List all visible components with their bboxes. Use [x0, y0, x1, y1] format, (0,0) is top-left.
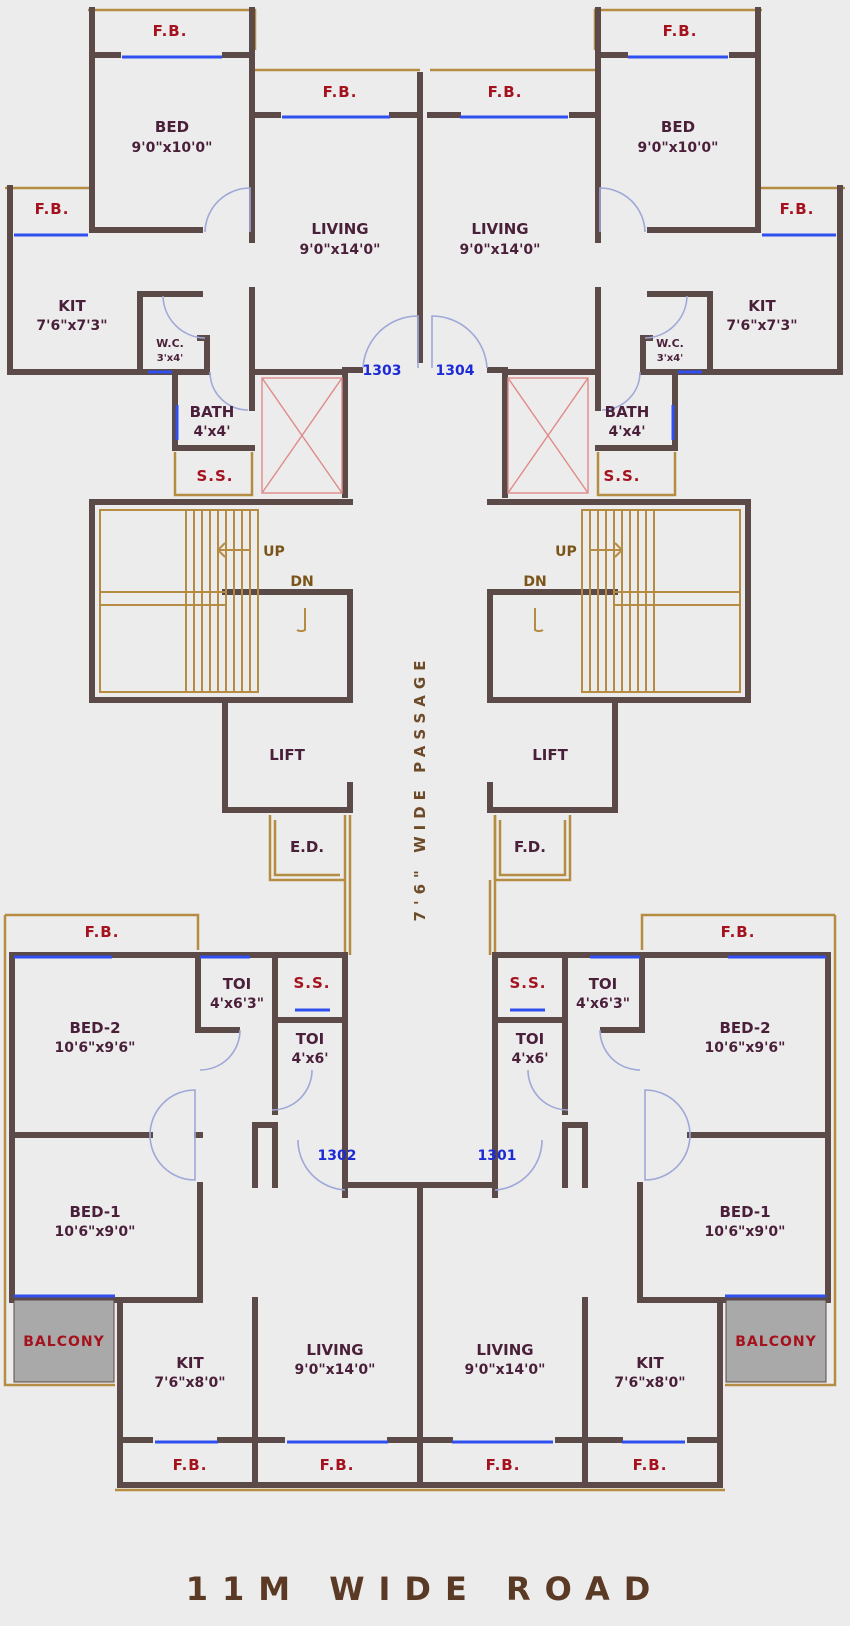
ss-label: S.S.: [293, 974, 330, 992]
room-kit-label: KIT: [636, 1354, 664, 1372]
room-toi-label: TOI: [296, 1030, 325, 1048]
stair-up-label: UP: [263, 544, 285, 560]
lift-left-label: LIFT: [269, 746, 305, 764]
room-bath-size: 4'x4': [193, 424, 230, 440]
room-wc-label: W.C.: [656, 337, 684, 350]
lift-right-label: LIFT: [532, 746, 568, 764]
room-bed2-label: BED-2: [719, 1019, 770, 1037]
flat-number: 1303: [363, 363, 402, 379]
room-bath-size: 4'x4': [608, 424, 645, 440]
room-kit-size: 7'6"x8'0": [154, 1375, 225, 1391]
fb-label: F.B.: [153, 22, 188, 40]
room-bed-label: BED: [155, 118, 189, 136]
road-label: 11M WIDE ROAD: [186, 1570, 665, 1608]
passage-label: 7'6" WIDE PASSAGE: [411, 655, 429, 922]
room-living-size: 9'0"x14'0": [460, 242, 541, 258]
fb-label: F.B.: [323, 83, 358, 101]
room-bath-label: BATH: [190, 403, 235, 421]
unit-top-left: F.B. F.B. F.B. BED 9'0"x10'0" LIVING 9'0…: [5, 7, 423, 498]
room-kit-label: KIT: [58, 297, 86, 315]
room-living-label: LIVING: [311, 220, 368, 238]
room-bed2-label: BED-2: [69, 1019, 120, 1037]
fb-label: F.B.: [85, 923, 120, 941]
room-kit-label: KIT: [176, 1354, 204, 1372]
room-toi-size: 4'x6'3": [210, 996, 264, 1012]
fb-label: F.B.: [780, 200, 815, 218]
fb-label: F.B.: [486, 1456, 521, 1474]
fb-label: F.B.: [488, 83, 523, 101]
central-core: UP DN UP DN LIFT LIFT E.D. F.D. 7'6" WID…: [89, 499, 751, 955]
fb-label: F.B.: [721, 923, 756, 941]
balcony-label: BALCONY: [735, 1334, 816, 1350]
room-living-label: LIVING: [471, 220, 528, 238]
fb-label: F.B.: [173, 1456, 208, 1474]
fb-label: F.B.: [320, 1456, 355, 1474]
fb-label: F.B.: [663, 22, 698, 40]
room-kit-size: 7'6"x7'3": [36, 318, 107, 334]
room-bed2-size: 10'6"x9'6": [705, 1040, 786, 1056]
room-bath-label: BATH: [605, 403, 650, 421]
room-living-size: 9'0"x14'0": [295, 1362, 376, 1378]
room-bed-label: BED: [661, 118, 695, 136]
room-toi-label: TOI: [223, 975, 252, 993]
stair-dn-label: DN: [290, 574, 313, 590]
fb-label: F.B.: [35, 200, 70, 218]
balcony-label: BALCONY: [23, 1334, 104, 1350]
room-kit-size: 7'6"x8'0": [614, 1375, 685, 1391]
ed-label: E.D.: [290, 838, 324, 856]
flat-number: 1301: [478, 1148, 517, 1164]
room-bed1-label: BED-1: [69, 1203, 120, 1221]
flat-number: 1304: [436, 363, 475, 379]
room-kit-size: 7'6"x7'3": [726, 318, 797, 334]
room-bed-size: 9'0"x10'0": [638, 140, 719, 156]
ss-label: S.S.: [603, 467, 640, 485]
room-bed2-size: 10'6"x9'6": [55, 1040, 136, 1056]
unit-bottom-left: BALCONY F.B. F.B. F.B. BED-2 10'6"x9'6" …: [3, 913, 423, 1492]
ss-label: S.S.: [196, 467, 233, 485]
room-bed1-size: 10'6"x9'0": [55, 1224, 136, 1240]
room-wc-size: 3'x4': [657, 353, 684, 364]
fd-label: F.D.: [514, 838, 546, 856]
flat-number: 1302: [318, 1148, 357, 1164]
room-living-size: 9'0"x14'0": [300, 242, 381, 258]
room-bed1-label: BED-1: [719, 1203, 770, 1221]
room-kit-label: KIT: [748, 297, 776, 315]
room-toi-size: 4'x6': [291, 1051, 328, 1067]
room-wc-label: W.C.: [156, 337, 184, 350]
stair-up-label: UP: [555, 544, 577, 560]
unit-bottom-right: BALCONY F.B. F.B. F.B. BED-2 10'6"x9'6" …: [417, 913, 837, 1492]
fb-label: F.B.: [633, 1456, 668, 1474]
room-wc-size: 3'x4': [157, 353, 184, 364]
room-toi-label: TOI: [589, 975, 618, 993]
room-living-label: LIVING: [476, 1341, 533, 1359]
stair-dn-label: DN: [523, 574, 546, 590]
room-living-label: LIVING: [306, 1341, 363, 1359]
unit-top-right: F.B. F.B. F.B. BED 9'0"x10'0" LIVING 9'0…: [427, 7, 845, 498]
room-bed1-size: 10'6"x9'0": [705, 1224, 786, 1240]
room-toi-size: 4'x6': [511, 1051, 548, 1067]
room-toi-label: TOI: [516, 1030, 545, 1048]
ss-label: S.S.: [509, 974, 546, 992]
room-bed-size: 9'0"x10'0": [132, 140, 213, 156]
room-toi-size: 4'x6'3": [576, 996, 630, 1012]
room-living-size: 9'0"x14'0": [465, 1362, 546, 1378]
